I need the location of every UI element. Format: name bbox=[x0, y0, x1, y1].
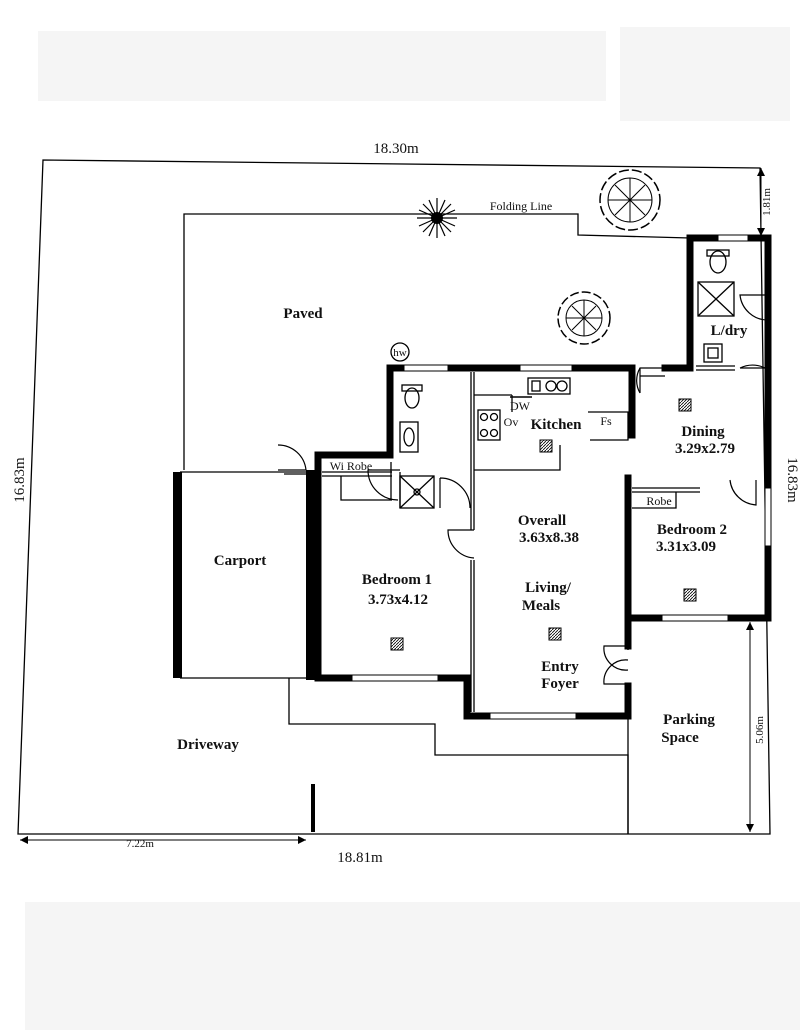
house-walls bbox=[314, 234, 772, 720]
redacted-footer bbox=[25, 902, 800, 1030]
folding-line-label: Folding Line bbox=[490, 199, 552, 213]
vanity-icon bbox=[399, 421, 419, 453]
dim-right: 16.83m bbox=[784, 457, 800, 503]
driveway-edge bbox=[288, 678, 629, 834]
laundry-label: L/dry bbox=[711, 323, 748, 339]
dim-parking: 5.06m bbox=[754, 716, 766, 744]
bedroom1-label: Bedroom 1 bbox=[362, 572, 432, 588]
cooktop-icon bbox=[477, 409, 501, 441]
paved-label: Paved bbox=[283, 306, 323, 322]
redacted-header-right bbox=[620, 27, 790, 121]
trough-icon bbox=[703, 343, 723, 363]
kitchen-label: Kitchen bbox=[531, 417, 582, 433]
shower-icon-2 bbox=[697, 281, 735, 317]
fs-label: Fs bbox=[600, 414, 612, 428]
hw-label: hw bbox=[393, 347, 407, 359]
floor-vents bbox=[390, 398, 697, 651]
vent-icon bbox=[548, 627, 562, 641]
vent-icon bbox=[390, 637, 404, 651]
sink-icon bbox=[527, 377, 571, 395]
bedroom1-size: 3.73x4.12 bbox=[368, 592, 428, 608]
dimension-lines bbox=[20, 168, 765, 844]
driveway-label: Driveway bbox=[177, 737, 239, 753]
redacted-header-left bbox=[38, 31, 606, 101]
carport-label: Carport bbox=[214, 553, 267, 569]
kitchen-fixtures bbox=[477, 377, 571, 441]
dim-bottom: 18.81m bbox=[337, 850, 383, 866]
vent-icon bbox=[683, 588, 697, 602]
overall-label: Overall bbox=[518, 513, 566, 529]
internal-walls bbox=[322, 365, 735, 712]
meals-label: Meals bbox=[522, 598, 560, 614]
dining-size: 3.29x2.79 bbox=[675, 441, 735, 457]
dw-label: DW bbox=[510, 399, 531, 413]
dim-driveway: 7.22m bbox=[126, 838, 154, 850]
tree-icon bbox=[599, 169, 661, 231]
overall-size: 3.63x8.38 bbox=[519, 530, 579, 546]
dim-top: 18.30m bbox=[373, 141, 419, 157]
foyer-label: Foyer bbox=[541, 676, 579, 692]
paved-boundary bbox=[183, 213, 691, 470]
dim-top-right: 1.81m bbox=[761, 188, 773, 216]
windows bbox=[351, 234, 772, 720]
space-label: Space bbox=[661, 730, 699, 746]
carport-structure bbox=[173, 470, 315, 680]
bathroom-fixtures bbox=[399, 384, 435, 509]
hot-water-icon bbox=[390, 342, 410, 362]
toilet-icon bbox=[404, 387, 420, 409]
doors bbox=[277, 294, 769, 685]
robe-label: Robe bbox=[646, 494, 671, 508]
toilet-icon-2 bbox=[709, 250, 727, 274]
shrub-icon bbox=[417, 198, 457, 238]
bedroom2-size: 3.31x3.09 bbox=[656, 539, 716, 555]
living-label: Living/ bbox=[525, 580, 572, 596]
wi-robe-label: Wi Robe bbox=[330, 459, 373, 473]
dim-left: 16.83m bbox=[12, 457, 28, 503]
vent-icon bbox=[678, 398, 692, 412]
bedroom2-label: Bedroom 2 bbox=[657, 522, 727, 538]
tree-icon bbox=[557, 291, 611, 345]
parking-label: Parking bbox=[663, 712, 715, 728]
ov-label: Ov bbox=[504, 415, 519, 429]
property-boundary bbox=[17, 159, 771, 835]
laundry-fixtures bbox=[697, 249, 735, 363]
dining-label: Dining bbox=[681, 424, 725, 440]
vent-icon bbox=[539, 439, 553, 453]
entry-label: Entry bbox=[541, 659, 579, 675]
shower-icon bbox=[399, 475, 435, 509]
